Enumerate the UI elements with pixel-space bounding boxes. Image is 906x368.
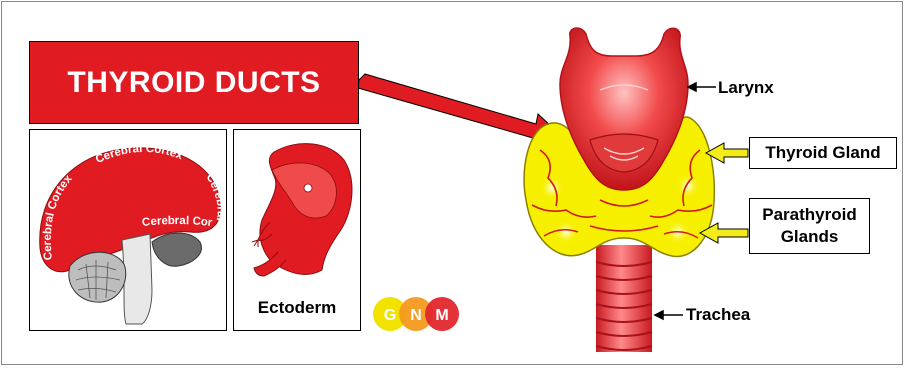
gnm-letter-n: N <box>410 307 422 324</box>
gnm-letter-g: G <box>384 307 396 324</box>
parathyroid-label-line1: Parathyroid <box>750 204 869 226</box>
embryo-panel: Ectoderm <box>233 129 361 331</box>
gnm-logo: G N M <box>372 294 468 334</box>
trachea <box>596 245 652 352</box>
parathyroid-label-line2: Glands <box>750 226 869 248</box>
brain-panel: Cerebral Cortex Cerebral Cortex Cerebral… <box>29 129 227 331</box>
thyroid-yellow-arrow <box>706 143 748 163</box>
parathyroid-glands-label: Parathyroid Glands <box>749 198 870 254</box>
thyroid-gland-label: Thyroid Gland <box>749 137 897 169</box>
title-banner: THYROID DUCTS <box>29 41 359 124</box>
larynx-label: Larynx <box>718 78 774 98</box>
ectoderm-label: Ectoderm <box>234 298 360 318</box>
gnm-letter-m: M <box>435 307 448 324</box>
trachea-label: Trachea <box>686 305 750 325</box>
brain-illustration: Cerebral Cortex Cerebral Cortex Cerebral… <box>30 130 228 332</box>
